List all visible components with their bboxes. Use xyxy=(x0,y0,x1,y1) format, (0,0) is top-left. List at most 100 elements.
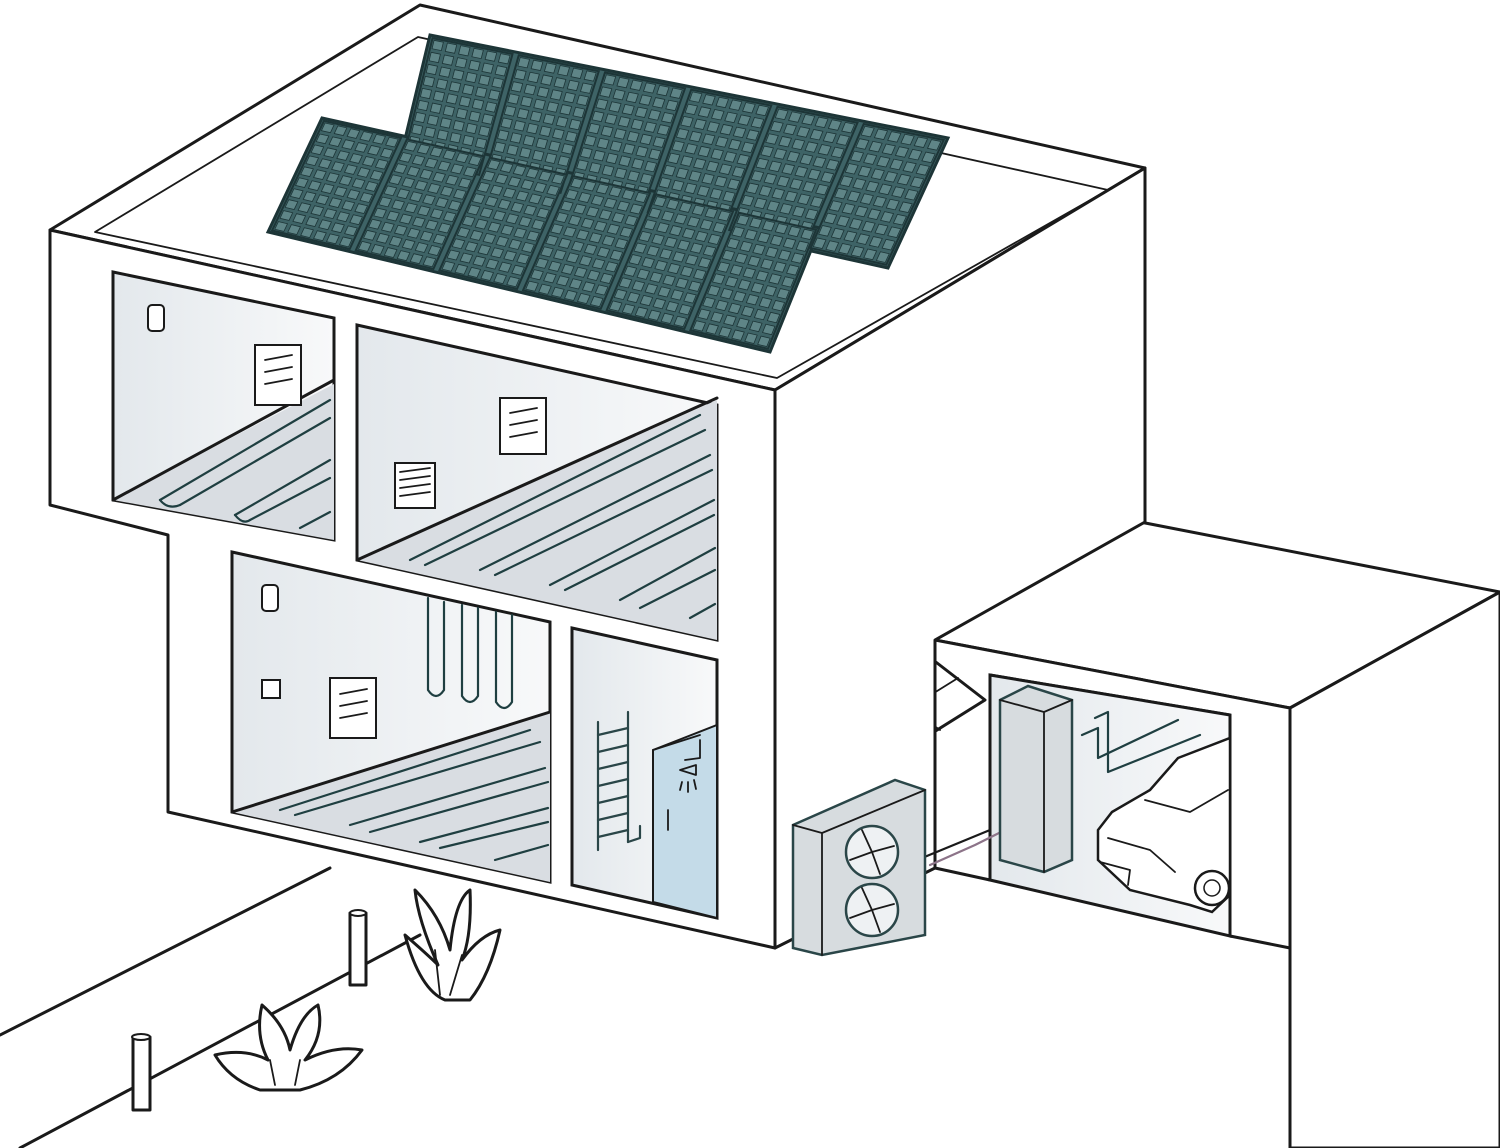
solar-cell xyxy=(721,249,736,261)
solar-cell xyxy=(774,108,789,121)
solar-cell xyxy=(702,94,716,106)
solar-cell xyxy=(516,108,530,120)
solar-cell xyxy=(749,217,763,229)
solar-cell xyxy=(287,224,301,235)
solar-cell xyxy=(728,138,742,151)
solar-cell xyxy=(474,137,488,149)
solar-cell xyxy=(744,229,758,241)
solar-cell xyxy=(469,229,484,241)
solar-cell xyxy=(621,103,635,116)
solar-cell xyxy=(536,207,550,219)
solar-cell xyxy=(520,95,533,108)
solar-cell xyxy=(834,187,848,200)
solar-cell xyxy=(302,191,317,202)
solar-cell xyxy=(503,250,517,262)
solar-cell xyxy=(818,225,832,237)
solar-cell xyxy=(529,110,543,123)
solar-cell xyxy=(323,147,338,158)
solar-cell xyxy=(658,177,672,189)
solar-cell xyxy=(656,222,670,234)
solar-cell xyxy=(493,273,507,285)
solar-cell xyxy=(454,263,469,275)
solar-cell xyxy=(526,230,540,242)
solar-cell xyxy=(560,200,574,212)
solar-cell xyxy=(414,180,429,191)
solar-cell xyxy=(442,105,455,117)
solar-cell xyxy=(603,197,618,209)
solar-cell xyxy=(776,175,791,188)
solar-cell xyxy=(644,283,659,295)
ventilation-grille-icon xyxy=(394,462,436,509)
solar-cell xyxy=(458,95,472,108)
solar-cell xyxy=(782,237,797,249)
solar-cell xyxy=(427,183,441,194)
solar-cell xyxy=(417,99,430,112)
solar-cell xyxy=(839,175,854,187)
solar-cell xyxy=(639,133,653,146)
solar-cell xyxy=(763,172,778,185)
solar-cell xyxy=(588,162,602,174)
solar-cell xyxy=(773,261,787,273)
solar-cell xyxy=(665,99,679,112)
solar-cell xyxy=(844,163,859,175)
solar-cell xyxy=(728,302,742,315)
solar-cell xyxy=(581,281,596,293)
solar-cell xyxy=(500,117,513,129)
solar-cell xyxy=(435,197,449,209)
solar-cell xyxy=(652,136,666,148)
solar-cell xyxy=(383,247,398,258)
solar-cell xyxy=(338,175,353,186)
fan-icon xyxy=(844,824,900,880)
solar-cell xyxy=(701,173,715,185)
solar-cell xyxy=(341,200,356,212)
solar-cell xyxy=(523,83,537,96)
solar-cell xyxy=(388,174,403,186)
solar-cell xyxy=(745,129,760,141)
solar-cell xyxy=(688,130,703,143)
solar-cell xyxy=(669,87,683,99)
solar-cell xyxy=(765,246,779,258)
solar-cell xyxy=(626,131,640,143)
solar-cell xyxy=(480,269,495,282)
solar-cell xyxy=(566,79,580,92)
solar-cell xyxy=(463,166,477,178)
solar-cell xyxy=(497,198,512,210)
solar-cell xyxy=(709,188,723,200)
solar-cell xyxy=(592,149,606,162)
solar-cell xyxy=(841,202,856,215)
solar-cell xyxy=(616,76,630,89)
solar-cell xyxy=(891,186,906,198)
solar-cell xyxy=(601,164,615,177)
solar-cell xyxy=(492,210,507,222)
solar-cell xyxy=(885,198,900,211)
solar-cell xyxy=(445,174,459,186)
solar-cell xyxy=(479,207,494,219)
solar-cell xyxy=(351,178,366,189)
solar-cell xyxy=(634,106,648,118)
solar-cell xyxy=(838,243,852,255)
solar-cell xyxy=(774,223,789,235)
solar-cell xyxy=(305,216,320,228)
solar-cell xyxy=(612,89,626,101)
solar-cell xyxy=(809,196,824,208)
solar-cell xyxy=(769,120,784,133)
solar-cell xyxy=(518,216,532,228)
solar-cell xyxy=(561,143,574,155)
solar-cell xyxy=(731,329,745,341)
solar-cell xyxy=(493,141,506,153)
solar-cell xyxy=(544,152,558,164)
solar-cell xyxy=(718,326,732,338)
solar-cell xyxy=(429,102,443,114)
solar-cell xyxy=(883,171,899,183)
solar-cell xyxy=(800,228,814,240)
solar-cell xyxy=(665,198,680,211)
solar-cell xyxy=(427,245,442,256)
solar-cell xyxy=(586,269,601,281)
solar-cell xyxy=(827,119,842,131)
solar-cell xyxy=(510,81,524,93)
solar-cell xyxy=(784,190,798,203)
solar-cell xyxy=(790,252,805,264)
solar-cell xyxy=(438,66,452,78)
solar-cell xyxy=(346,189,361,200)
